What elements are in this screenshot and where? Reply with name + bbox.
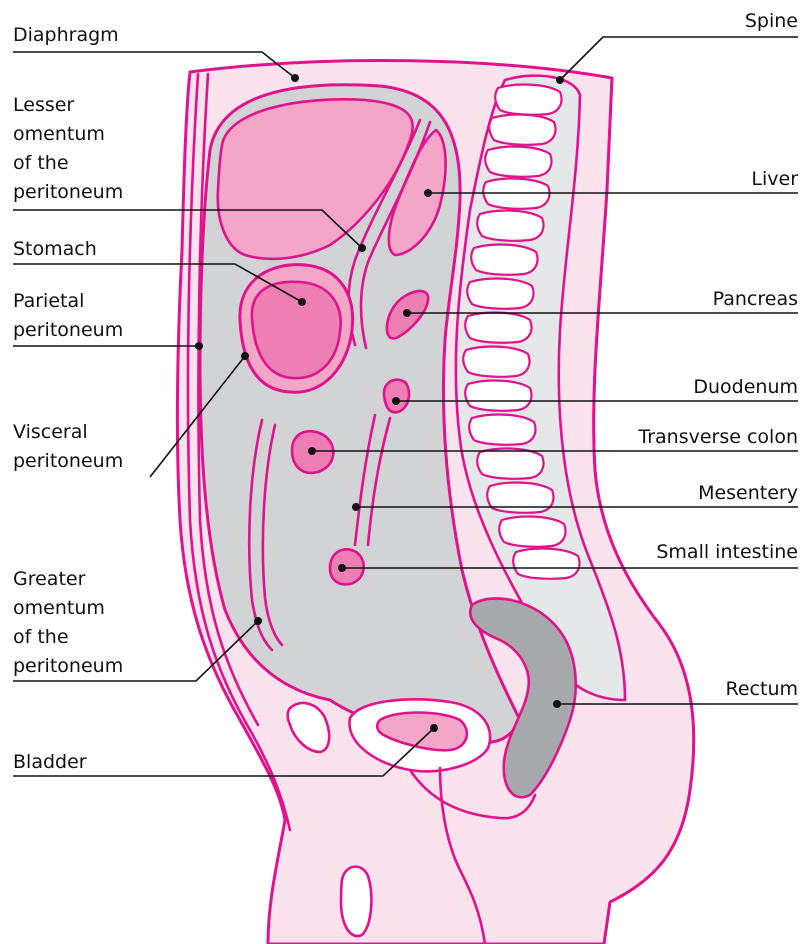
- duodenum-label-line: Duodenum: [693, 376, 798, 398]
- bladder-label-text: Bladder: [13, 751, 87, 773]
- liver-label-pointer-dot: [424, 189, 432, 197]
- stomach-label-text: Stomach: [13, 238, 97, 260]
- vertebra: [463, 347, 529, 377]
- transverse-colon-label-text: Transverse colon: [637, 426, 798, 448]
- parietal-label-text: Parietal peritoneum: [13, 290, 123, 341]
- rectum-label-pointer-dot: [553, 700, 561, 708]
- duodenum-label-text: Duodenum: [693, 376, 798, 398]
- stomach-label-line: Stomach: [13, 238, 97, 260]
- visceral-label-text: Visceral peritoneum: [13, 421, 123, 472]
- greater-omentum-label-text: Greater omentum of the peritoneum: [13, 568, 123, 677]
- bladder-label-pointer-dot: [430, 724, 438, 732]
- vertebra: [513, 549, 579, 579]
- greater-omentum-label-pointer-dot: [254, 617, 262, 625]
- diaphragm-label-pointer-dot: [291, 74, 299, 82]
- duodenum-label-pointer-dot: [392, 397, 400, 405]
- pancreas-label-pointer-dot: [403, 309, 411, 317]
- small-intestine: [330, 549, 364, 584]
- mesentery-label-pointer-dot: [352, 503, 360, 511]
- transverse-colon-label-pointer-dot: [308, 447, 316, 455]
- spine-label-leader-line: [560, 37, 798, 80]
- mesentery-label-line: Mesentery: [698, 482, 798, 504]
- mesentery-label-text: Mesentery: [698, 482, 798, 504]
- pancreas-label-line: Pancreas: [713, 288, 798, 310]
- pancreas-label-text: Pancreas: [713, 288, 798, 310]
- parietal-label-line: Parietal: [13, 290, 84, 312]
- parietal-label: Parietal peritoneum: [13, 290, 203, 350]
- lesser-omentum-label-line: of the: [13, 152, 69, 174]
- liver-label-line: Liver: [751, 168, 798, 190]
- small-intestine-label-pointer-dot: [338, 564, 346, 572]
- stomach: [252, 282, 341, 378]
- bladder-label-line: Bladder: [13, 751, 87, 773]
- vertebra: [465, 381, 531, 411]
- spine-label-text: Spine: [745, 10, 798, 32]
- visceral-label-pointer-dot: [241, 352, 249, 360]
- greater-omentum-label-line: omentum: [13, 597, 105, 619]
- liver-label-text: Liver: [751, 168, 798, 190]
- vertebra: [477, 211, 543, 241]
- vertebra: [487, 483, 553, 513]
- stomach-label-pointer-dot: [298, 298, 306, 306]
- lesser-omentum-label-line: peritoneum: [13, 181, 123, 203]
- vertebra: [469, 415, 535, 445]
- small-intestine-label-text: Small intestine: [656, 541, 798, 563]
- vertebra: [477, 449, 543, 479]
- diaphragm-label-line: Diaphragm: [13, 24, 119, 46]
- lesser-omentum-label-text: Lesser omentum of the peritoneum: [13, 94, 123, 203]
- vertebra: [495, 85, 561, 115]
- vertebra: [467, 279, 533, 309]
- greater-omentum-label-line: of the: [13, 626, 69, 648]
- spine-label-pointer-dot: [556, 76, 564, 84]
- duodenum: [384, 380, 409, 413]
- vertebra: [485, 147, 551, 177]
- parietal-label-line: peritoneum: [13, 319, 123, 341]
- diaphragm-label-text: Diaphragm: [13, 24, 119, 46]
- greater-omentum-label-line: peritoneum: [13, 655, 123, 677]
- rectum-label-text: Rectum: [726, 678, 798, 700]
- transverse-colon-label-line: Transverse colon: [637, 426, 798, 448]
- rectum-label-line: Rectum: [726, 678, 798, 700]
- vertebra: [489, 115, 555, 145]
- spine-label: Spine: [556, 10, 798, 84]
- visceral-label-line: peritoneum: [13, 450, 123, 472]
- vertebra: [499, 517, 565, 547]
- lesser-omentum-label-line: Lesser: [13, 94, 74, 116]
- vertebra: [471, 245, 537, 275]
- vertebra: [465, 313, 531, 343]
- parietal-label-pointer-dot: [195, 342, 203, 350]
- spine-label-line: Spine: [745, 10, 798, 32]
- lesser-omentum-label-line: omentum: [13, 123, 105, 145]
- lesser-omentum-label-pointer-dot: [358, 244, 366, 252]
- small-intestine-label-line: Small intestine: [656, 541, 798, 563]
- visceral-label-line: Visceral: [13, 421, 88, 443]
- scrotum: [341, 867, 371, 936]
- greater-omentum-label-line: Greater: [13, 568, 86, 590]
